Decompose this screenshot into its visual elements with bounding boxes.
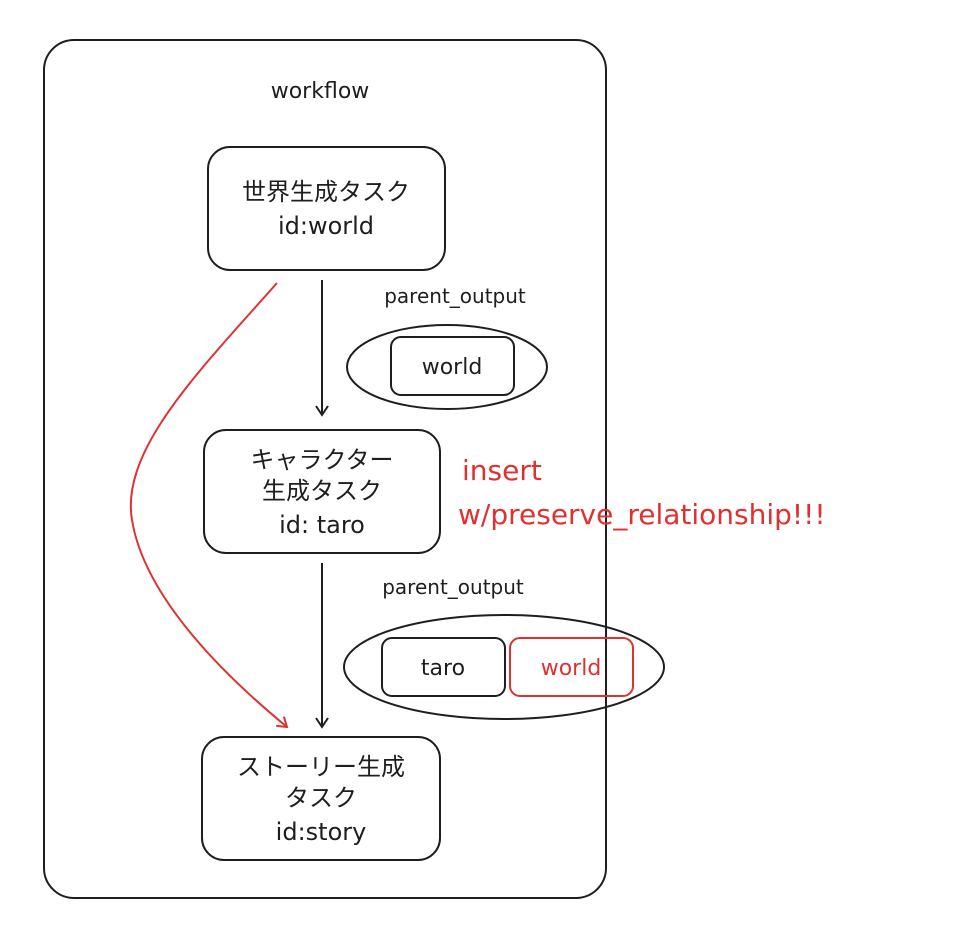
task-node-taro[interactable]: キャラクター 生成タスク id: taro [203,429,441,554]
edge-label-parent-output: parent_output [382,575,524,599]
task-title: ストーリー生成 [237,753,405,781]
output-chip-world [390,336,515,396]
output-chip-label: world [541,656,602,681]
task-title: 生成タスク [262,477,382,505]
output-chip-world-inserted [509,637,634,697]
task-id: id:story [276,818,367,846]
task-title: タスク [285,784,357,812]
task-title: 世界生成タスク [242,178,410,206]
parent-output-group: taro world [343,614,665,720]
edge-label-parent-output: parent_output [384,284,526,308]
workflow-frame [43,39,607,899]
workflow-label: workflow [271,79,370,104]
task-node-story[interactable]: ストーリー生成 タスク id:story [201,736,441,861]
output-chip-label: taro [421,656,465,681]
preserved-relationship-arrow [129,282,289,729]
task-node-world[interactable]: 世界生成タスク id:world [207,146,446,271]
task-title: キャラクター [250,446,393,474]
task-id: id: taro [279,511,365,539]
parent-output-group: world [346,324,548,410]
annotation-preserve-relationship: w/preserve_relationship!!! [458,498,826,531]
output-chip-taro [381,637,506,697]
annotation-insert: insert [462,454,542,487]
output-chip-label: world [422,355,483,380]
task-id: id:world [278,212,374,240]
